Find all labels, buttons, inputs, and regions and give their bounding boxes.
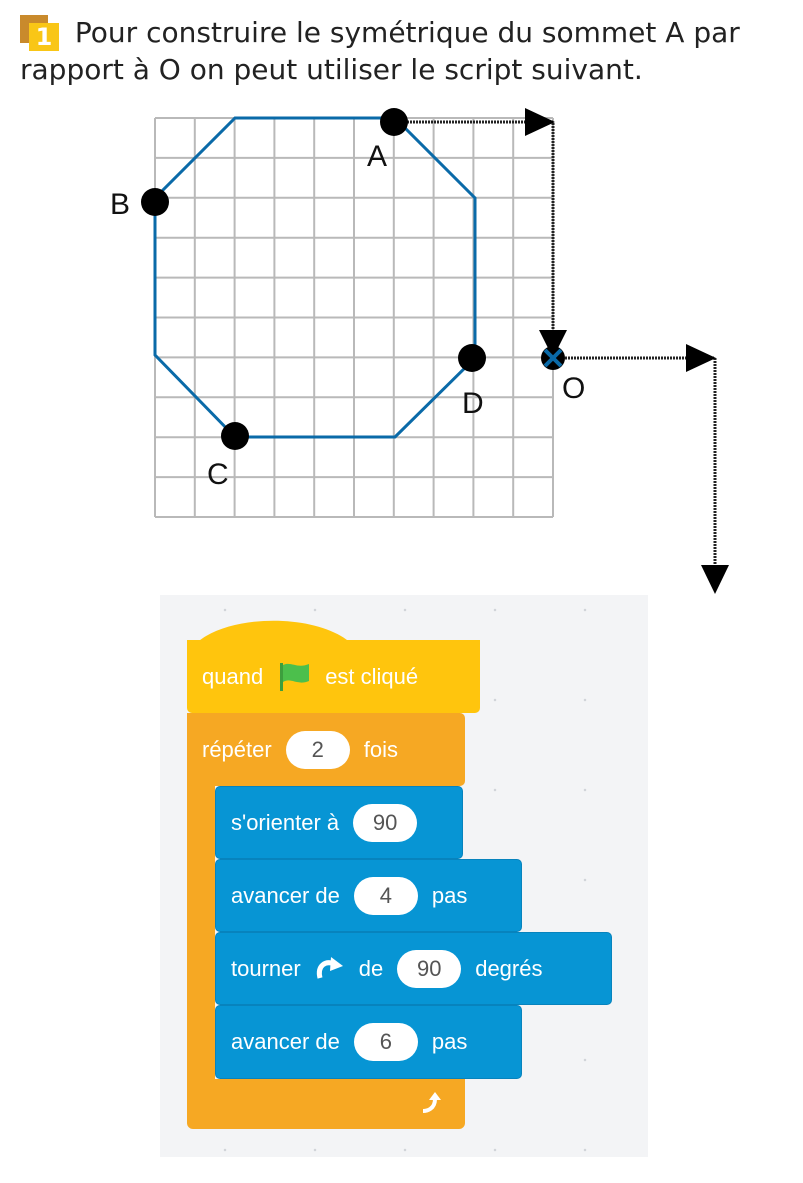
repeat-block[interactable]: répéter 2 fois (187, 713, 465, 786)
move-steps-block[interactable]: avancer de 4 pas (215, 859, 522, 932)
label-b: B (110, 188, 130, 221)
green-flag-icon (280, 662, 310, 691)
point-d (458, 344, 486, 372)
point-in-direction-block[interactable]: s'orienter à 90 (215, 786, 463, 859)
block-label: tourner (231, 955, 301, 981)
degrees-input[interactable]: 90 (397, 949, 462, 988)
octagon (153, 116, 477, 439)
block-label: avancer de (231, 882, 340, 908)
octagon-figure: A B C D O (110, 108, 729, 594)
when-flag-clicked-block[interactable]: quand est cliqué (187, 640, 480, 713)
point-b (141, 188, 169, 216)
hat-label-after: est cliqué (325, 663, 419, 689)
label-a: A (367, 140, 387, 173)
steps-input[interactable]: 6 (353, 1023, 418, 1061)
exercise-number-badge: 1 (20, 15, 66, 51)
point-a (380, 108, 408, 136)
block-suffix: pas (431, 882, 468, 908)
arrowhead-right-icon (525, 108, 555, 136)
rotate-right-icon (316, 956, 343, 979)
direction-input[interactable]: 90 (353, 803, 418, 842)
repeat-suffix: fois (363, 736, 398, 762)
block-mid-label: de (358, 955, 384, 981)
turn-right-block[interactable]: tourner de 90 degrés (215, 932, 612, 1005)
loop-arrow-icon (422, 1092, 441, 1113)
point-o-cross-icon (543, 348, 563, 368)
label-c: C (207, 458, 229, 491)
block-suffix: pas (431, 1029, 468, 1054)
exercise-statement: 1 Pour construire le symétrique du somme… (20, 14, 740, 88)
grid (154, 117, 554, 518)
arrowhead-down-icon (701, 565, 729, 594)
arrowhead-down-icon (539, 330, 567, 358)
block-label: avancer de (231, 1029, 340, 1054)
label-d: D (462, 387, 484, 420)
hat-label: quand (202, 663, 264, 689)
block-suffix: degrés (475, 955, 543, 981)
repeat-label: répéter (202, 736, 272, 762)
point-c (221, 422, 249, 450)
steps-input[interactable]: 4 (353, 876, 418, 915)
move-steps-block[interactable]: avancer de 6 pas (215, 1005, 522, 1079)
statement-line-2: rapport à O on peut utiliser le script s… (20, 53, 643, 86)
arrowhead-right-icon (686, 344, 716, 372)
statement-line-1: Pour construire le symétrique du sommet … (74, 16, 740, 49)
block-label: s'orienter à (231, 809, 340, 835)
repeat-count-input[interactable]: 2 (285, 730, 350, 769)
repeat-block-bottom (187, 1079, 465, 1129)
label-o: O (562, 372, 585, 405)
